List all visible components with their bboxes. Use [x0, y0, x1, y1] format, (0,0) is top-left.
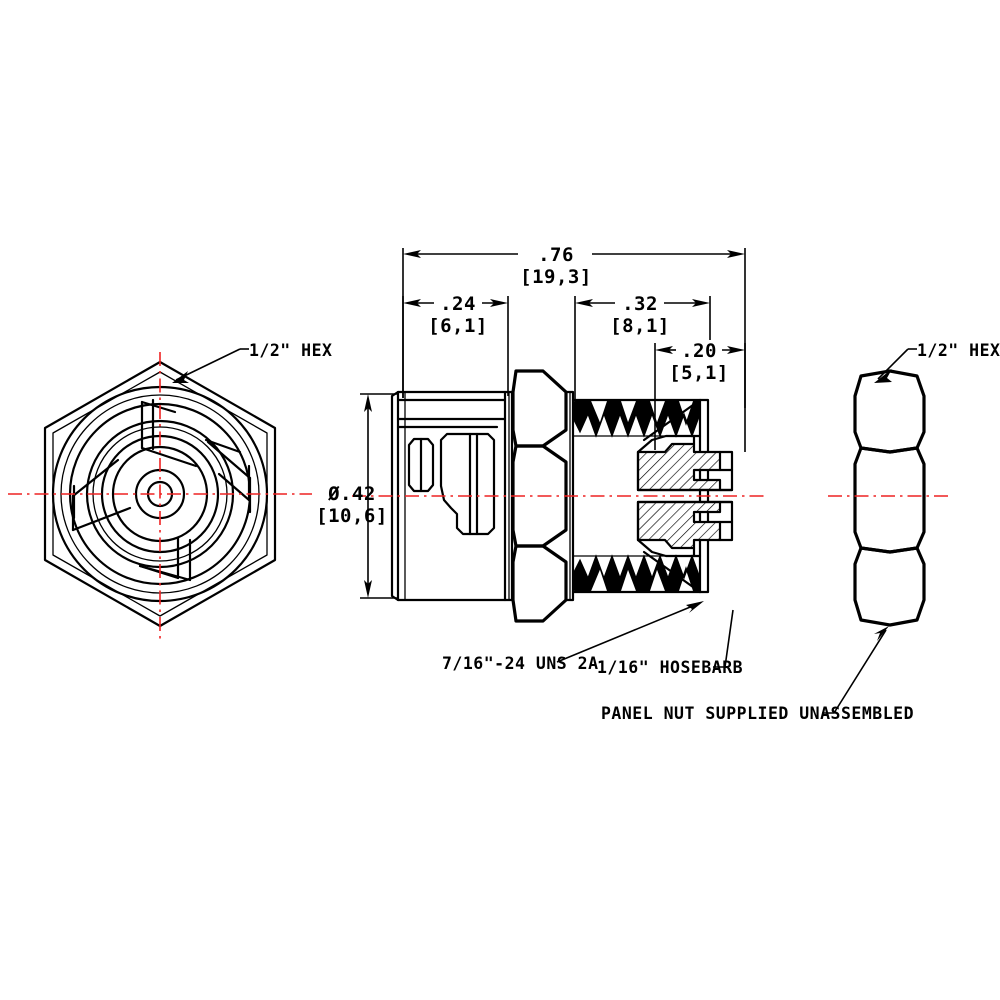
- arrowhead-024-right: [490, 299, 508, 307]
- arrowhead-overall-left: [403, 250, 421, 258]
- dim-overall-value-mm: [19,3]: [520, 266, 592, 288]
- hex-left-leader-arrow: [172, 371, 189, 383]
- arrowhead-020-left: [655, 346, 673, 354]
- callout-hex-right: 1/2" HEX: [917, 341, 1000, 360]
- dimension-overall-length: .76 [19,3]: [402, 244, 746, 408]
- hosebarb-hatch-lower: [636, 500, 722, 550]
- callout-panel-nut-group: PANEL NUT SUPPLIED UNASSEMBLED: [601, 626, 914, 723]
- hosebarb-leader-line: [713, 609, 734, 668]
- bayonet-slot-bottom: [138, 536, 192, 582]
- bayonet-slot-top: [140, 398, 198, 468]
- hex-right-leader-arrow: [874, 369, 892, 383]
- dimension-coupling-nut-length: .24 [6,1]: [402, 293, 509, 398]
- thread-spec-leader-line: [556, 602, 701, 663]
- dimension-body-diameter: Ø.42 [10,6]: [316, 393, 398, 599]
- arrowhead-020-right: [727, 346, 745, 354]
- callout-hex-left: 1/2" HEX: [249, 341, 332, 360]
- dim-024-value-mm: [6,1]: [428, 315, 488, 337]
- dim-032-value-mm: [8,1]: [610, 315, 670, 337]
- arrowhead-024-left: [403, 299, 421, 307]
- side-section-view: [352, 369, 766, 623]
- hex-inner-chamfer: [52, 371, 268, 617]
- bayonet-slot-left: [71, 458, 132, 532]
- arrowhead-overall-right: [727, 250, 745, 258]
- dimension-thread-length: .32 [8,1]: [574, 293, 711, 400]
- bayonet-slot-profile: [407, 432, 496, 536]
- panel-nut-facet-bottom: [853, 546, 926, 627]
- arrowhead-dia-top: [364, 394, 372, 412]
- dim-dia-value-mm: [10,6]: [316, 505, 388, 527]
- dim-020-value-in: .20: [681, 340, 717, 362]
- dim-032-value-in: .32: [622, 293, 658, 315]
- dimension-barb-length: .20 [5,1]: [654, 340, 746, 452]
- callout-panel-nut: PANEL NUT SUPPLIED UNASSEMBLED: [601, 704, 914, 723]
- hex-right-leader-line: [877, 348, 909, 380]
- hosebarb-hatch-upper: [636, 442, 722, 492]
- dim-024-value-in: .24: [440, 293, 476, 315]
- panel-nut-leader-arrow: [874, 626, 889, 641]
- front-hex-view: 1/2" HEX: [8, 341, 332, 640]
- hosebarb-section: [636, 398, 734, 594]
- panel-nut-leader-line: [822, 629, 887, 714]
- callout-hosebarb-group: 1/16" HOSEBARB: [597, 609, 743, 677]
- arrowhead-dia-bottom: [364, 580, 372, 598]
- arrowhead-032-right: [692, 299, 710, 307]
- thread-spec-leader-arrow: [686, 601, 704, 613]
- dim-overall-value-in: .76: [538, 244, 574, 266]
- dim-020-value-mm: [5,1]: [669, 362, 729, 384]
- panel-nut-view: 1/2" HEX: [828, 341, 1000, 627]
- callout-thread-spec: 7/16"-24 UNS 2A: [442, 654, 599, 673]
- dim-dia-value-in: Ø.42: [327, 483, 376, 505]
- hex-left-leader-line: [175, 348, 241, 381]
- callout-thread-spec-group: 7/16"-24 UNS 2A: [442, 601, 704, 673]
- arrowhead-032-left: [575, 299, 593, 307]
- callout-hosebarb: 1/16" HOSEBARB: [597, 658, 743, 677]
